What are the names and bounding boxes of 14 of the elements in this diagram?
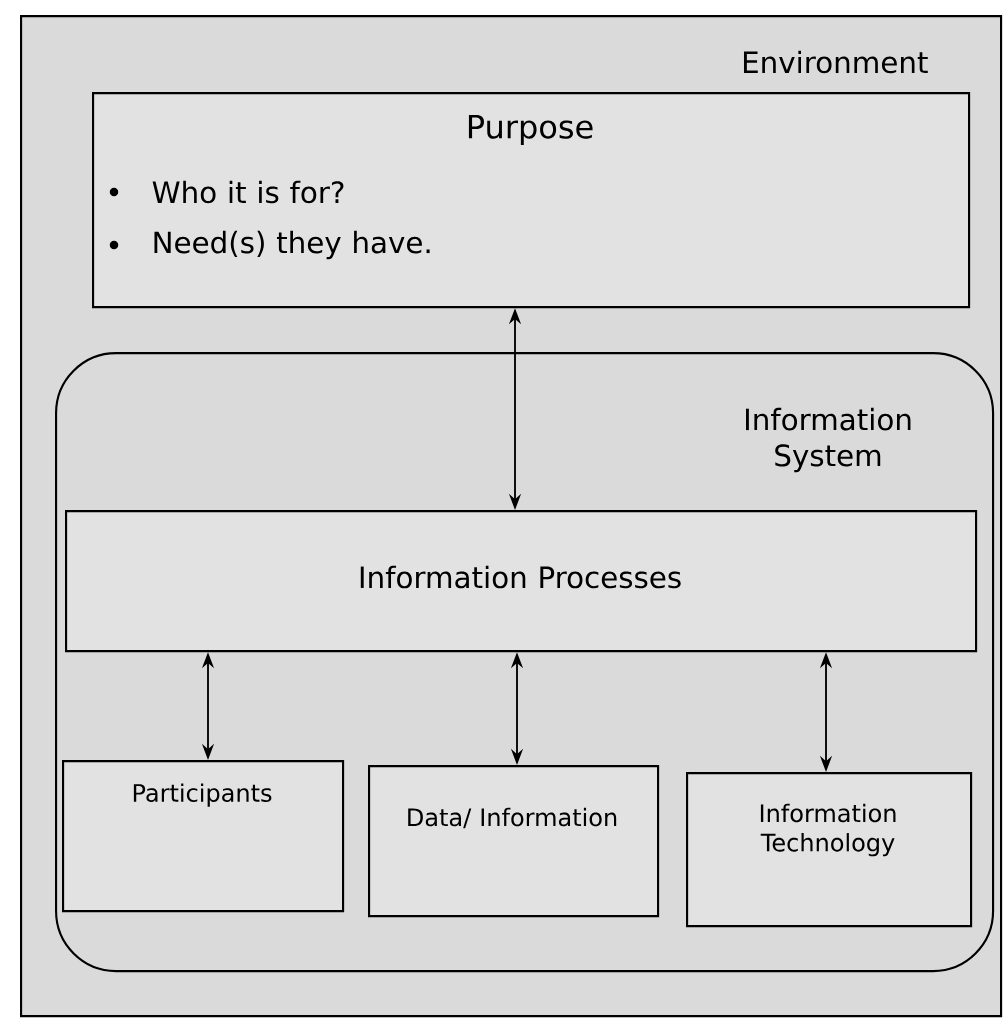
purpose-box [92, 92, 971, 309]
box-title: Information Processes [360, 565, 681, 589]
bullet-item: Who it is for? [109, 180, 344, 204]
box-title: Participants [133, 783, 272, 807]
heading: Information System [746, 407, 911, 473]
bullet-item: Need(s) they have. [109, 230, 430, 260]
component-box [62, 760, 345, 913]
heading: Purpose [468, 115, 593, 145]
heading: Environment [744, 50, 928, 74]
box-title: Information Technology [760, 803, 896, 857]
component-box [368, 765, 660, 918]
component-box [686, 772, 973, 928]
process-box [65, 510, 978, 653]
box-title: Data/ Information [408, 807, 617, 829]
